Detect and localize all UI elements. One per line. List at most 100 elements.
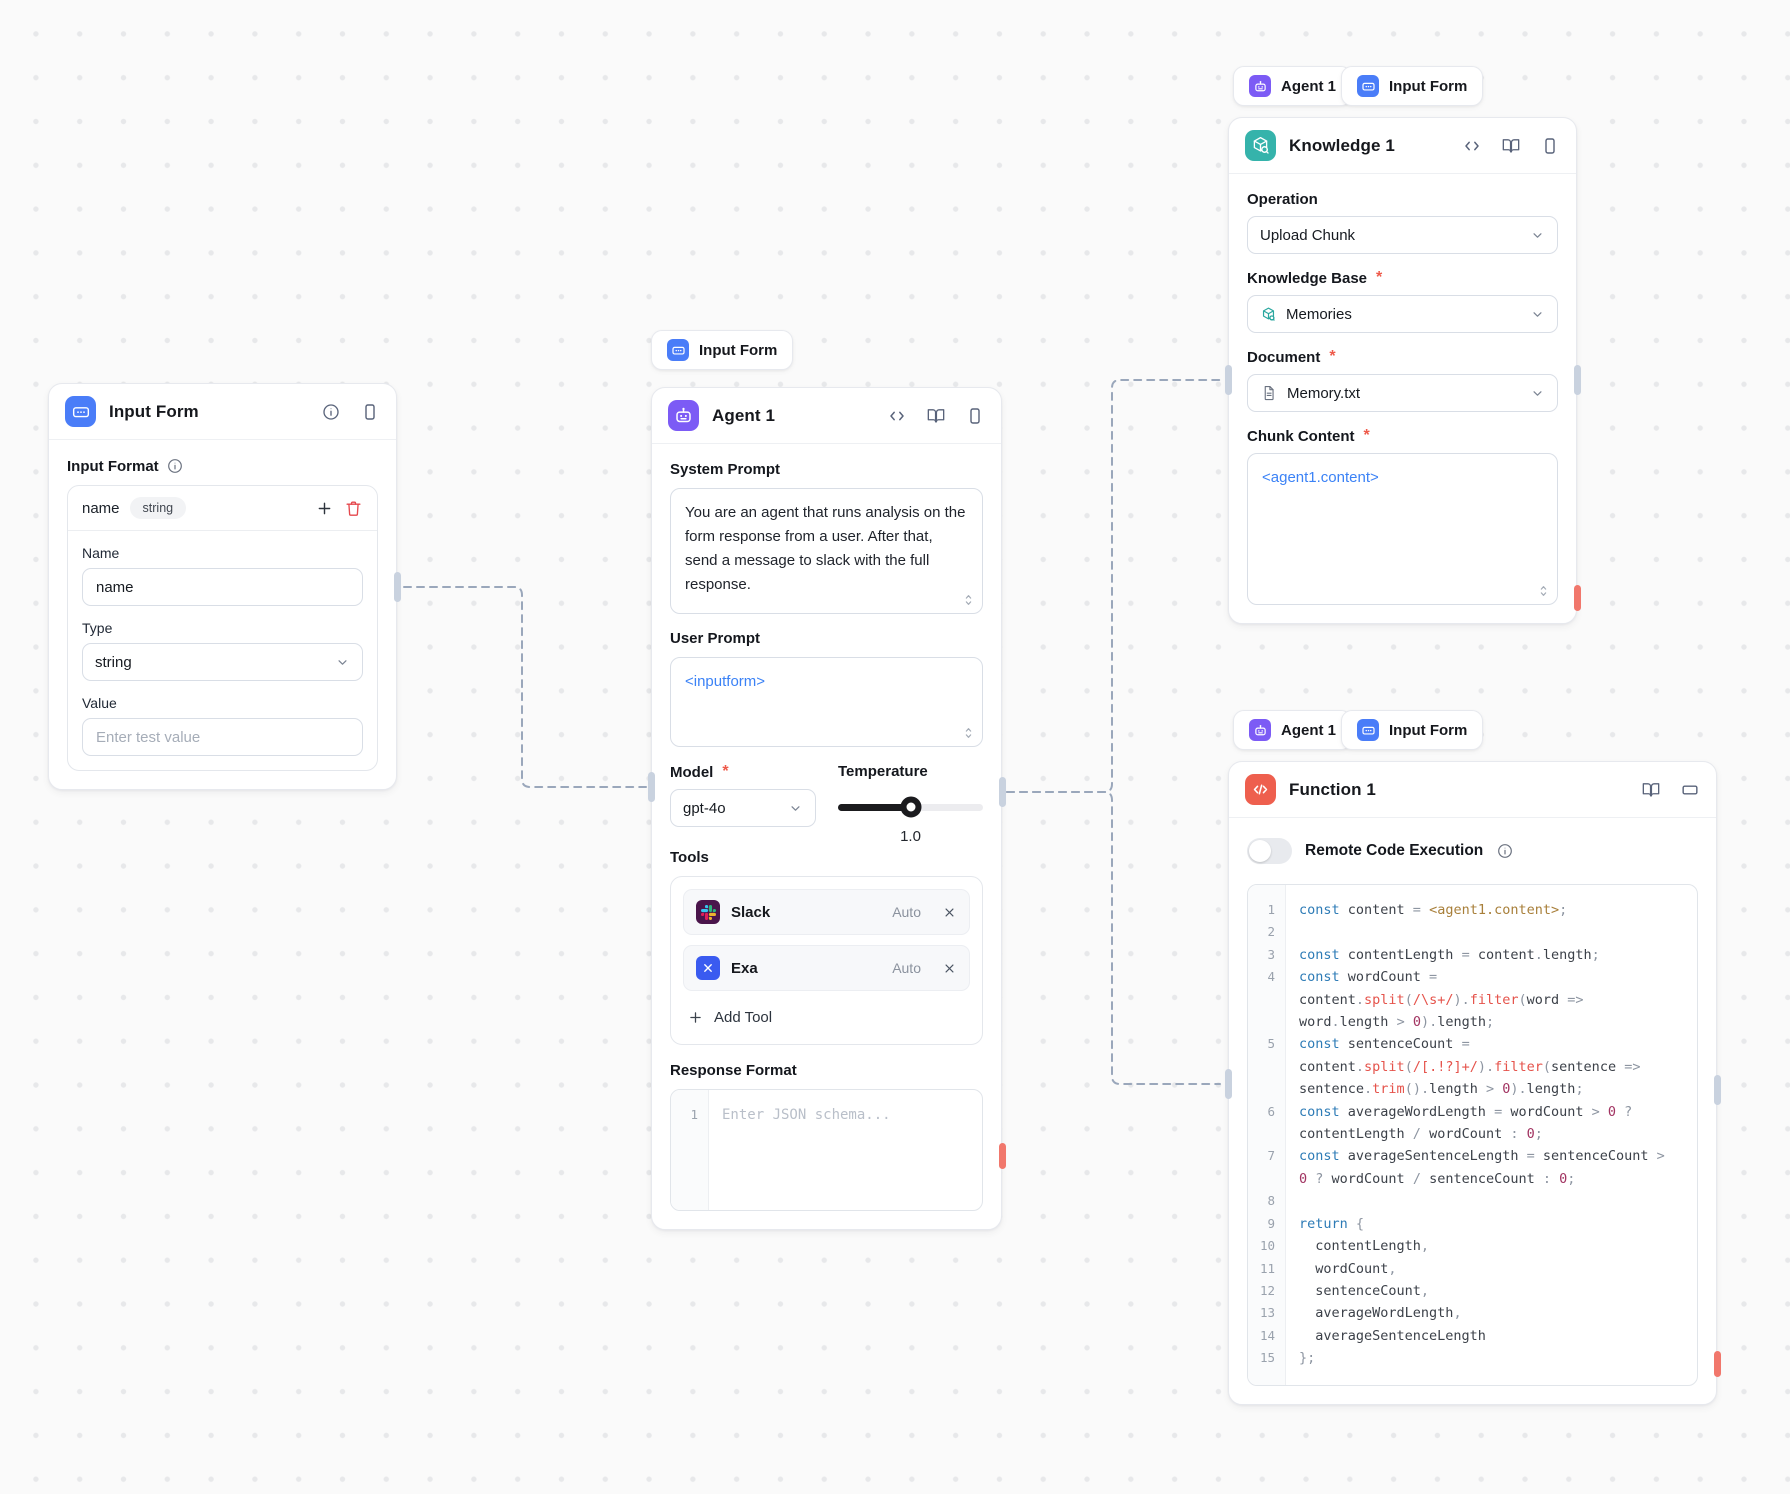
- tools-label: Tools: [670, 849, 709, 866]
- input-form-icon: [1357, 75, 1379, 97]
- function-node[interactable]: Function 1 Remote Code Execution 1: [1228, 761, 1717, 1405]
- mobile-preview-icon[interactable]: [965, 406, 985, 426]
- slack-icon: [696, 900, 720, 924]
- user-prompt-label: User Prompt: [670, 630, 761, 647]
- chip-label: Input Form: [1389, 721, 1468, 739]
- chunk-content-label: Chunk Content: [1247, 427, 1355, 445]
- node-title: Input Form: [109, 401, 199, 421]
- knowledge-base-label: Knowledge Base: [1247, 269, 1368, 287]
- name-label: Name: [82, 545, 120, 561]
- template-variable: <inputform>: [685, 673, 766, 690]
- exa-icon: [696, 956, 720, 980]
- delete-field-button[interactable]: [344, 499, 363, 518]
- type-label: Type: [82, 620, 113, 636]
- input-form-icon: [65, 396, 96, 427]
- docs-book-icon[interactable]: [1641, 780, 1661, 800]
- editor-gutter: [1248, 885, 1286, 1385]
- remote-code-execution-toggle[interactable]: [1247, 838, 1292, 864]
- model-select[interactable]: gpt-4o: [670, 789, 816, 827]
- slider-thumb[interactable]: [900, 796, 921, 818]
- chevron-down-icon: [1530, 307, 1545, 322]
- wire-agent-to-function: [1006, 791, 1221, 1085]
- response-format-editor[interactable]: 1 Enter JSON schema...: [670, 1089, 983, 1211]
- panel-view-icon[interactable]: [1680, 780, 1700, 800]
- mobile-preview-icon[interactable]: [1540, 136, 1560, 156]
- node-title: Knowledge 1: [1289, 135, 1395, 155]
- info-icon[interactable]: [321, 402, 341, 422]
- handle-agent-output[interactable]: [998, 777, 1006, 807]
- handle-inputform-output[interactable]: [393, 572, 401, 602]
- type-select[interactable]: string: [82, 643, 363, 681]
- name-input[interactable]: [82, 568, 363, 606]
- handle-knowledge-output[interactable]: [1573, 365, 1581, 395]
- resize-handle-icon[interactable]: [962, 592, 975, 608]
- required-asterisk: *: [1329, 348, 1336, 365]
- docs-book-icon[interactable]: [926, 406, 946, 426]
- resize-handle-icon[interactable]: [962, 725, 975, 741]
- template-variable: <agent1.content>: [1262, 469, 1379, 486]
- info-icon[interactable]: [1496, 842, 1514, 860]
- rce-label: Remote Code Execution: [1305, 842, 1484, 859]
- node-title: Agent 1: [712, 405, 776, 425]
- input-form-icon: [667, 339, 689, 361]
- value-label: Value: [82, 695, 117, 711]
- chip-agent[interactable]: Agent 1: [1233, 66, 1353, 106]
- required-asterisk: *: [1376, 269, 1383, 286]
- temperature-value: 1.0: [900, 828, 921, 845]
- add-tool-button[interactable]: Add Tool: [683, 1001, 970, 1036]
- agent-node[interactable]: Agent 1 System Prompt You are an agent t…: [651, 387, 1002, 1230]
- input-format-label: Input Format: [67, 457, 159, 475]
- user-prompt-textarea[interactable]: <inputform>: [670, 657, 983, 747]
- json-schema-placeholder: Enter JSON schema...: [722, 1107, 891, 1123]
- code-view-icon[interactable]: [887, 406, 907, 426]
- add-field-button[interactable]: [315, 499, 334, 518]
- function-code-icon: [1245, 774, 1276, 805]
- chunk-content-textarea[interactable]: <agent1.content>: [1247, 453, 1558, 605]
- input-form-node[interactable]: Input Form Input Format name st: [48, 383, 397, 790]
- handle-knowledge-input[interactable]: [1224, 365, 1232, 395]
- chip-agent[interactable]: Agent 1: [1233, 710, 1353, 750]
- chevron-down-icon: [788, 801, 803, 816]
- knowledge-base-select[interactable]: Memories: [1247, 295, 1558, 333]
- tool-mode: Auto: [892, 960, 921, 976]
- input-form-icon: [1357, 719, 1379, 741]
- tool-row-slack[interactable]: Slack Auto: [683, 889, 970, 935]
- remove-tool-icon[interactable]: [942, 905, 957, 920]
- knowledge-node-header: Knowledge 1: [1229, 118, 1576, 174]
- knowledge-node[interactable]: Knowledge 1 Operation Upload Chunk Knowl…: [1228, 117, 1577, 624]
- chip-input-form[interactable]: Input Form: [651, 330, 794, 370]
- chevron-down-icon: [335, 655, 350, 670]
- docs-book-icon[interactable]: [1501, 136, 1521, 156]
- handle-function-output[interactable]: [1713, 1075, 1721, 1105]
- field-name: name: [82, 499, 120, 517]
- chip-input-form[interactable]: Input Form: [1341, 710, 1484, 750]
- document-label: Document: [1247, 348, 1321, 366]
- required-asterisk: *: [1363, 427, 1370, 444]
- agent-node-header: Agent 1: [652, 388, 1001, 444]
- resize-handle-icon[interactable]: [1537, 583, 1550, 599]
- function-node-header: Function 1: [1229, 762, 1716, 818]
- info-icon[interactable]: [166, 457, 184, 475]
- document-file-icon: [1260, 384, 1278, 402]
- system-prompt-textarea[interactable]: You are an agent that runs analysis on t…: [670, 488, 983, 614]
- handle-function-input[interactable]: [1224, 1069, 1232, 1099]
- chip-input-form[interactable]: Input Form: [1341, 66, 1484, 106]
- agent-error-indicator: [998, 1143, 1006, 1169]
- mobile-preview-icon[interactable]: [360, 402, 380, 422]
- operation-select[interactable]: Upload Chunk: [1247, 216, 1558, 254]
- test-value-input[interactable]: [82, 718, 363, 756]
- function-error-indicator: [1713, 1351, 1721, 1377]
- line-number: 1: [690, 1107, 698, 1122]
- input-field-group: name string Name Type: [67, 485, 378, 771]
- knowledge-error-indicator: [1573, 585, 1581, 611]
- tool-name: Slack: [731, 903, 771, 921]
- tool-row-exa[interactable]: Exa Auto: [683, 945, 970, 991]
- document-select[interactable]: Memory.txt: [1247, 374, 1558, 412]
- handle-agent-input[interactable]: [647, 772, 655, 802]
- code-view-icon[interactable]: [1462, 136, 1482, 156]
- remove-tool-icon[interactable]: [942, 961, 957, 976]
- temperature-slider[interactable]: 1.0: [838, 788, 983, 845]
